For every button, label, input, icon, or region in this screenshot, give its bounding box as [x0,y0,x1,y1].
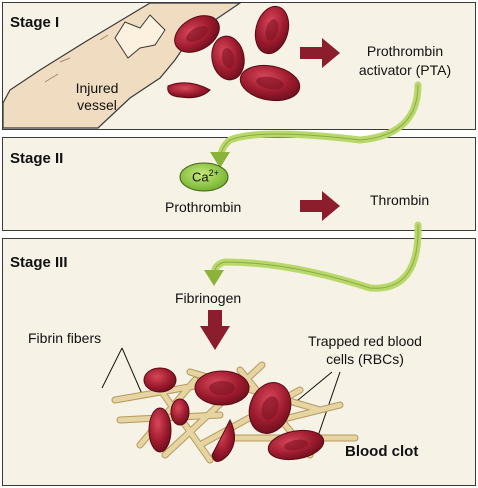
fibrinogen-label: Fibrinogen [175,290,242,306]
stage-2-title: Stage II [10,150,64,167]
arrow-to-thrombin [300,191,340,221]
trapped-rbc-label: Trapped red blood cells (RBCs) [295,332,435,368]
calcium-symbol: Ca [192,169,209,185]
fibrin-fibers-label: Fibrin fibers [28,330,102,346]
pta-line-1: Prothrombin [366,43,444,59]
pta-line-2: activator (PTA) [358,62,452,78]
calcium-ion [179,162,229,192]
stage-1-title: Stage I [10,14,60,31]
arrow-to-blood-clot [200,310,230,350]
trapped-rbc-line-2: cells (RBCs) [326,351,404,367]
green-arrow-pta-to-calcium [216,81,422,162]
prothrombin-label: Prothrombin [165,199,242,215]
stage-2-panel [2,137,476,231]
injured-vessel-line-2: vessel [77,97,117,113]
trapped-rbc-line-1: Trapped red blood [308,333,422,349]
arrow-to-pta [300,38,340,68]
green-arrow-thrombin-to-fibrinogen [210,221,422,292]
injured-vessel-label: Injured vessel [62,80,132,114]
blood-clot-illustration [111,361,359,464]
calcium-charge: 2+ [208,168,219,178]
label-leader-lines [101,347,341,437]
rbc-cluster-stage-1 [167,5,301,102]
stage-3-title: Stage III [10,254,68,271]
thrombin-label: Thrombin [370,192,430,208]
calcium-label: Ca2+ [192,168,219,184]
injured-vessel-line-1: Injured [75,80,119,96]
pta-label: Prothrombin activator (PTA) [340,42,470,80]
blood-clot-label: Blood clot [345,443,419,460]
